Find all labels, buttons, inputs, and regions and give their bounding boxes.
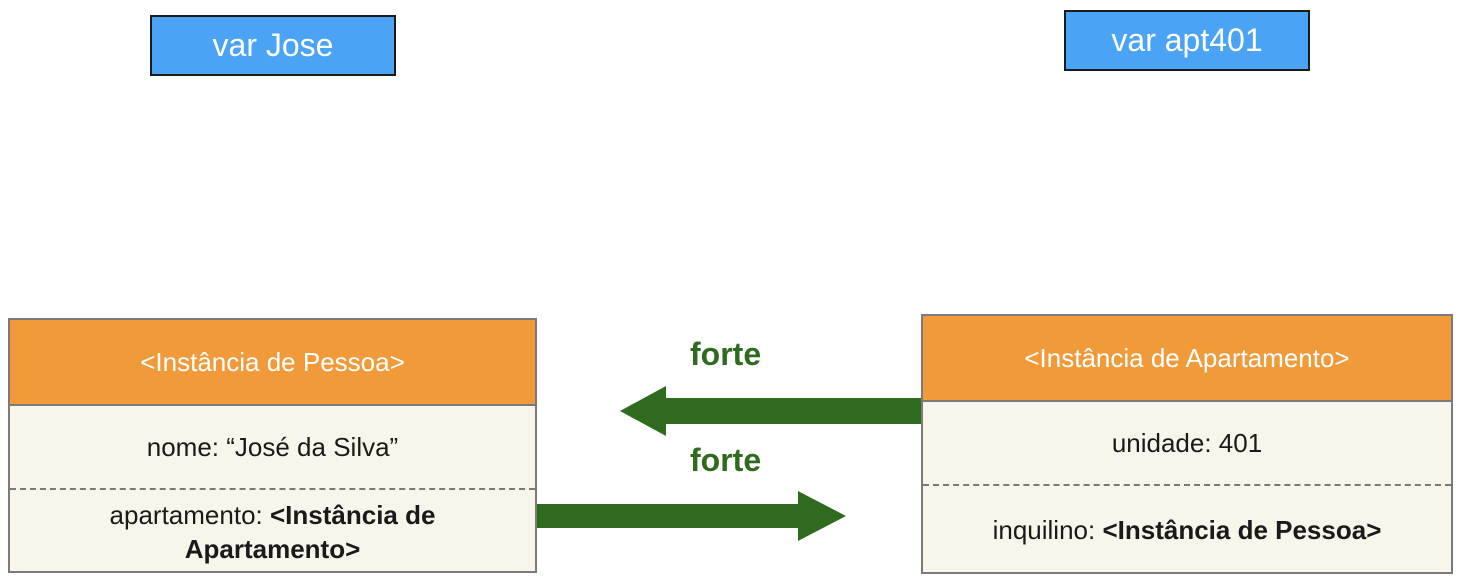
pessoa-instance-header: <Instância de Pessoa> xyxy=(10,320,535,406)
apartamento-inquilino-prefix: inquilino: xyxy=(992,515,1103,545)
pessoa-apartamento-field: apartamento: <Instância de Apartamento> xyxy=(110,498,436,566)
apartamento-unidade-row: unidade: 401 xyxy=(923,402,1451,486)
variable-jose-label: var Jose xyxy=(212,27,334,63)
pessoa-apartamento-row: apartamento: <Instância de Apartamento> xyxy=(10,490,535,573)
pessoa-apartamento-prefix: apartamento: xyxy=(109,499,270,530)
apartamento-inquilino-row: inquilino: <Instância de Pessoa> xyxy=(923,486,1451,574)
pessoa-apartamento-ref-line1: <Instância de xyxy=(269,499,436,530)
variable-jose: var Jose xyxy=(150,15,396,76)
variable-apt401-label: var apt401 xyxy=(1111,22,1263,58)
strong-reference-label-bottom: forte xyxy=(690,442,762,478)
variable-apt401: var apt401 xyxy=(1064,10,1310,71)
pessoa-instance-box: <Instância de Pessoa> nome: “José da Sil… xyxy=(8,318,537,573)
pessoa-nome-text: nome: “José da Silva” xyxy=(146,432,399,462)
apartamento-instance-header: <Instância de Apartamento> xyxy=(923,316,1451,402)
strong-reference-label-top: forte xyxy=(690,336,762,372)
pessoa-instance-title: <Instância de Pessoa> xyxy=(140,346,405,377)
strong-reference-arrow-apartamento-to-pessoa xyxy=(620,386,921,436)
apartamento-instance-title: <Instância de Apartamento> xyxy=(1024,342,1350,373)
apartamento-inquilino-ref: <Instância de Pessoa> xyxy=(1102,515,1382,545)
strong-reference-arrow-pessoa-to-apartamento xyxy=(537,491,846,541)
apartamento-instance-box: <Instância de Apartamento> unidade: 401 … xyxy=(921,314,1453,574)
pessoa-nome-row: nome: “José da Silva” xyxy=(10,406,535,490)
apartamento-unidade-text: unidade: 401 xyxy=(1111,428,1263,458)
pessoa-apartamento-ref-line2: Apartamento> xyxy=(184,533,361,564)
apartamento-inquilino-field: inquilino: <Instância de Pessoa> xyxy=(993,513,1382,547)
